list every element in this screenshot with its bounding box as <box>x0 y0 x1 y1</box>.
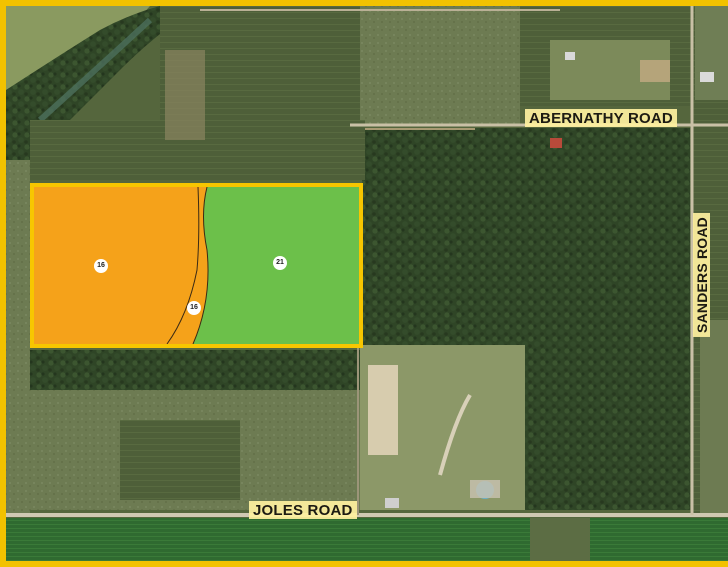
road-label-joles: JOLES ROAD <box>249 501 357 519</box>
road-label-abernathy: ABERNATHY ROAD <box>525 109 677 127</box>
soil-unit-label: 21 <box>273 256 287 270</box>
soil-unit-label: 16 <box>94 259 108 273</box>
road-label-sanders: SANDERS ROAD <box>693 213 710 337</box>
soil-boundary-line <box>192 186 209 345</box>
soil-zone-16 <box>34 187 209 344</box>
aerial-imagery <box>6 6 728 561</box>
parcel-soil-map <box>30 183 363 348</box>
soil-unit-label: 16 <box>187 301 201 315</box>
soil-boundary-line <box>166 186 200 345</box>
